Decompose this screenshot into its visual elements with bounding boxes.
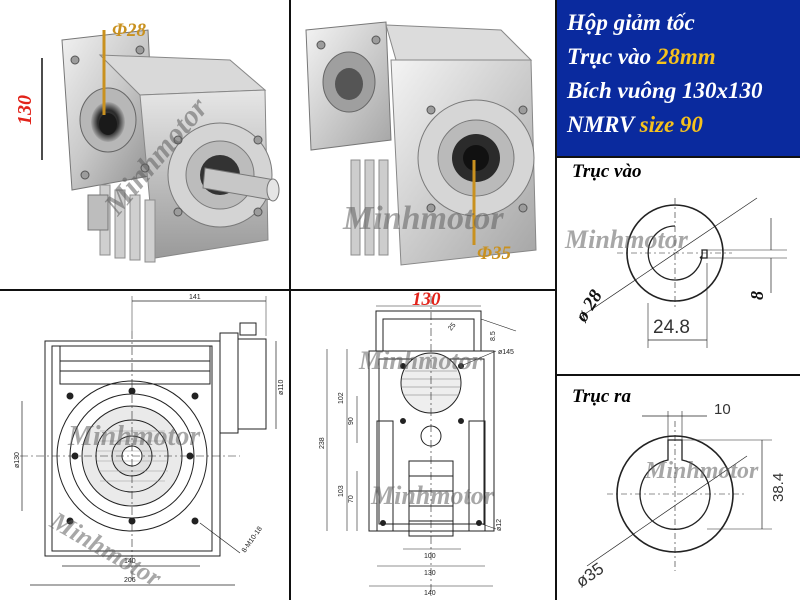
dim-140: 140 — [424, 590, 436, 597]
flange-height-label: 130 — [14, 95, 36, 125]
input-shaft-key: 8 — [747, 291, 767, 300]
dim-top-141: 141 — [189, 294, 201, 301]
output-shaft-depth: 38.4 — [770, 473, 787, 502]
dim-130: 130 — [424, 570, 436, 577]
front-view-dimension-text: 141 ø110 ø130 140 206 8-M10-18 — [14, 294, 285, 584]
title-panel: Hộp giảm tốc Trục vào 28mm Bích vuông 13… — [557, 0, 800, 156]
dim-102: 102 — [338, 392, 345, 404]
input-shaft-depth: 24.8 — [653, 317, 690, 338]
title-line-2: Trục vào 28mm — [567, 44, 716, 70]
input-shaft-drawing — [578, 197, 787, 348]
side-view-cad — [326, 296, 517, 596]
dim-25: 25 — [447, 322, 457, 333]
divider-top-left-vertical — [289, 0, 291, 290]
watermark-side-view-1: Minhmotor — [359, 346, 482, 375]
title-line-3: Bích vuông 130x130 — [567, 78, 763, 103]
gearbox-photo-illustration — [41, 29, 280, 263]
dim-8-5: 8.5 — [490, 331, 497, 341]
divider-bottom-vertical-1 — [289, 290, 291, 600]
dim-bottom-140: 140 — [124, 558, 136, 565]
output-shaft-dimensions: 10 38.4 ø35 — [572, 401, 787, 591]
drawing-front-view: 141 ø110 ø130 140 206 8-M10-18 Minhmotor… — [0, 291, 289, 600]
title-line-1: Hộp giảm tốc — [567, 10, 695, 35]
photo-gearbox-output-side: Φ35 Minhmotor — [291, 0, 555, 289]
dim-left-130: ø130 — [14, 452, 21, 468]
flange-width-label: 130 — [412, 291, 441, 310]
dim-flange-110: ø110 — [278, 379, 285, 395]
divider-horizontal-middle — [0, 289, 556, 291]
watermark-photo-right: Minhmotor — [343, 200, 504, 237]
divider-right-horizontal-1 — [556, 156, 800, 158]
gearbox-photo-illustration-2 — [305, 21, 537, 266]
input-shaft-diameter: ø 28 — [571, 286, 607, 327]
title-line-2-value: 28mm — [656, 44, 716, 69]
input-shaft-title: Trục vào — [572, 161, 642, 182]
output-shaft-key: 10 — [714, 401, 731, 418]
dim-bolt-note: 8-M10-18 — [241, 526, 264, 555]
dim-70: 70 — [348, 495, 355, 503]
input-shaft-dimensions: ø 28 8 24.8 — [571, 286, 767, 338]
dim-145: ø145 — [498, 349, 514, 356]
front-view-cad — [20, 296, 277, 586]
output-shaft-diameter: ø35 — [572, 559, 607, 591]
divider-right-column — [555, 0, 557, 600]
dim-238: 238 — [319, 437, 326, 449]
watermark-output-shaft: Minhmotor — [645, 458, 759, 484]
input-diameter-label: Φ28 — [112, 20, 146, 41]
output-diameter-label: Φ35 — [477, 243, 511, 264]
title-line-4: NMRV size 90 — [567, 112, 703, 138]
title-line-2-prefix: Trục vào — [567, 44, 657, 69]
dim-100: 100 — [424, 553, 436, 560]
divider-right-horizontal-2 — [556, 374, 800, 376]
input-shaft-panel: Trục vào Minhmotor ø 28 8 24.8 — [557, 158, 800, 374]
drawing-side-view: 25 8.5 ø145 238 102 90 103 70 ø12 100 13… — [291, 291, 555, 600]
photo-gearbox-input-side: Φ28 130 Minhmotor — [0, 0, 289, 289]
output-shaft-drawing — [586, 411, 772, 571]
dim-103: 103 — [338, 485, 345, 497]
dim-90: 90 — [348, 417, 355, 425]
side-view-dimension-text: 25 8.5 ø145 238 102 90 103 70 ø12 100 13… — [319, 322, 514, 597]
watermark-input-shaft: Minhmotor — [565, 225, 688, 254]
title-line-4-value: size 90 — [639, 112, 703, 137]
output-shaft-title: Trục ra — [572, 386, 631, 407]
dim-bottom-206: 206 — [124, 577, 136, 584]
watermark-front-view-1: Minhmotor — [68, 421, 201, 452]
title-line-4-prefix: NMRV — [567, 112, 640, 137]
dim-12: ø12 — [496, 519, 503, 531]
output-shaft-panel: Trục ra Minhmotor 10 38.4 ø35 — [557, 376, 800, 600]
watermark-side-view-2: Minhmotor — [371, 481, 494, 510]
